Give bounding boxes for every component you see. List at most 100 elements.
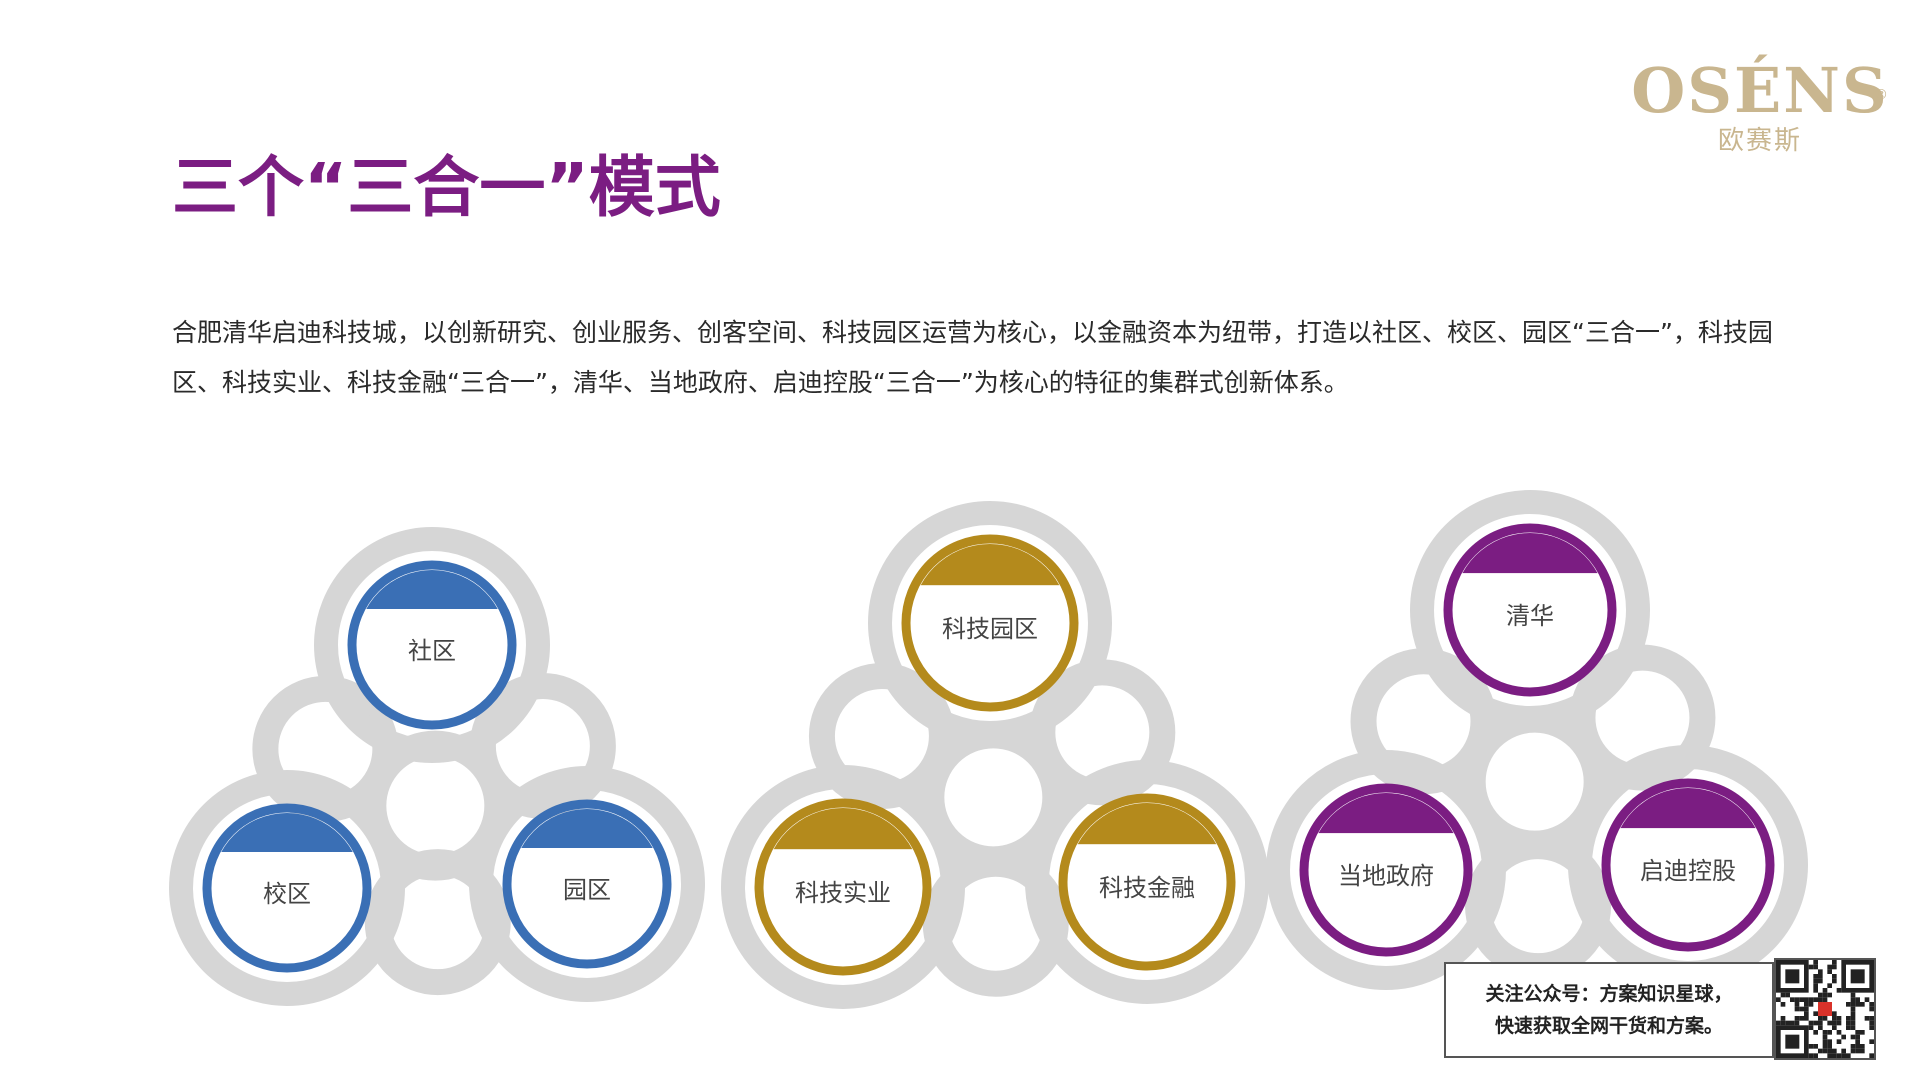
qr-module — [1855, 1039, 1860, 1044]
footer-line-2: 快速获取全网干货和方案。 — [1494, 1015, 1723, 1037]
knot-ring — [1266, 750, 1506, 990]
node-ring — [502, 799, 672, 969]
qr-module — [1822, 1016, 1828, 1021]
node-ring — [754, 798, 932, 976]
qr-module — [1850, 997, 1856, 1002]
qr-module — [1836, 988, 1842, 993]
qr-module — [1860, 1030, 1865, 1035]
qr-module — [1804, 1016, 1809, 1021]
qr-module — [1869, 1039, 1874, 1044]
qr-module — [1818, 1020, 1823, 1026]
trinity-diagram-3: 清华当地政府启迪控股 — [1266, 490, 1808, 990]
qr-module — [1855, 1048, 1860, 1054]
logo-wordmark: OSÉNS® — [1630, 56, 1890, 126]
qr-module — [1836, 1053, 1842, 1058]
qr-module — [1794, 1006, 1800, 1012]
footer-line-1: 关注公众号：方案知识星球， — [1485, 983, 1733, 1005]
qr-module — [1785, 992, 1790, 998]
slide-title: 三个“三合一”模式 — [172, 149, 721, 226]
node-label: 科技实业 — [795, 879, 891, 907]
qr-module — [1850, 1044, 1856, 1049]
qr-module — [1827, 983, 1832, 988]
qr-module — [1869, 1020, 1874, 1026]
qr-module — [1804, 997, 1809, 1002]
slide-paragraph: 合肥清华启迪科技城，以创新研究、创业服务、创客空间、科技园区运营为核心，以金融资… — [172, 318, 1773, 397]
knot-ring — [314, 527, 550, 763]
logo-chinese-name: 欧赛斯 — [1717, 126, 1802, 156]
qr-module — [1818, 1016, 1823, 1021]
qr-module — [1855, 997, 1860, 1002]
qr-module — [1850, 1048, 1856, 1054]
qr-module — [1813, 964, 1818, 970]
qr-module — [1827, 1039, 1832, 1044]
qr-module — [1850, 1002, 1856, 1007]
qr-module — [1860, 1048, 1865, 1054]
diagram-node: 科技园区 — [901, 534, 1079, 712]
knot-ring — [868, 501, 1112, 745]
qr-module — [1818, 992, 1823, 998]
qr-finder-inner — [1785, 969, 1800, 984]
qr-module — [1841, 1048, 1846, 1054]
qr-module — [1869, 1025, 1874, 1030]
trinity-diagram-1: 社区校区园区 — [169, 527, 705, 1006]
qr-module — [1818, 1048, 1823, 1054]
diagram-node: 清华 — [1443, 523, 1617, 697]
qr-module — [1818, 1025, 1823, 1030]
node-label: 清华 — [1506, 602, 1554, 630]
node-ring — [1443, 523, 1617, 697]
qr-module — [1804, 1011, 1809, 1016]
node-ring — [347, 560, 517, 730]
qr-module — [1832, 960, 1837, 965]
knot-ring — [1025, 760, 1269, 1004]
qr-finder-inner — [1850, 969, 1865, 984]
qr-module — [1832, 964, 1837, 970]
qr-module — [1822, 992, 1828, 998]
qr-module — [1836, 1020, 1842, 1026]
knot-ring — [721, 765, 965, 1009]
qr-module — [1813, 1020, 1818, 1026]
diagram-node: 启迪控股 — [1601, 778, 1775, 952]
qr-module — [1780, 1016, 1786, 1021]
qr-module — [1813, 983, 1818, 988]
node-ring — [1058, 793, 1236, 971]
qr-module — [1818, 997, 1823, 1002]
qr-module — [1780, 1002, 1786, 1007]
qr-module — [1794, 1020, 1800, 1026]
qr-module — [1808, 997, 1814, 1002]
qr-module — [1850, 1011, 1856, 1016]
node-label: 园区 — [563, 876, 611, 904]
qr-module — [1869, 1002, 1874, 1007]
qr-module — [1808, 1044, 1814, 1049]
qr-module — [1846, 1025, 1851, 1030]
qr-module — [1827, 1044, 1832, 1049]
qr-module — [1813, 978, 1818, 984]
qr-module — [1850, 1016, 1856, 1021]
qr-module — [1855, 1002, 1860, 1007]
node-label: 校区 — [263, 880, 311, 908]
qr-module — [1827, 1048, 1832, 1054]
registered-mark: ® — [1874, 87, 1890, 103]
qr-module — [1827, 1020, 1832, 1026]
qr-code-icon — [1774, 958, 1876, 1060]
qr-module — [1841, 1034, 1846, 1040]
qr-module — [1850, 1034, 1856, 1040]
qr-module — [1813, 1030, 1818, 1035]
qr-module — [1818, 974, 1823, 979]
qr-module — [1799, 1006, 1804, 1012]
qr-module — [1827, 969, 1832, 974]
trinity-diagram-2: 科技园区科技实业科技金融 — [721, 501, 1269, 1009]
qr-module — [1822, 1044, 1828, 1049]
qr-module — [1813, 1044, 1818, 1049]
qr-module — [1808, 1053, 1814, 1058]
qr-module — [1832, 974, 1837, 979]
brand-logo: OSÉNS® 欧赛斯 — [1630, 56, 1890, 166]
qr-module — [1836, 1039, 1842, 1044]
qr-module — [1822, 1030, 1828, 1035]
qr-module — [1827, 1053, 1832, 1058]
qr-module — [1832, 978, 1837, 984]
qr-module — [1818, 969, 1823, 974]
node-ring — [202, 803, 372, 973]
qr-module — [1832, 1048, 1837, 1054]
qr-module — [1832, 1016, 1837, 1021]
diagram-node: 科技实业 — [754, 798, 932, 976]
